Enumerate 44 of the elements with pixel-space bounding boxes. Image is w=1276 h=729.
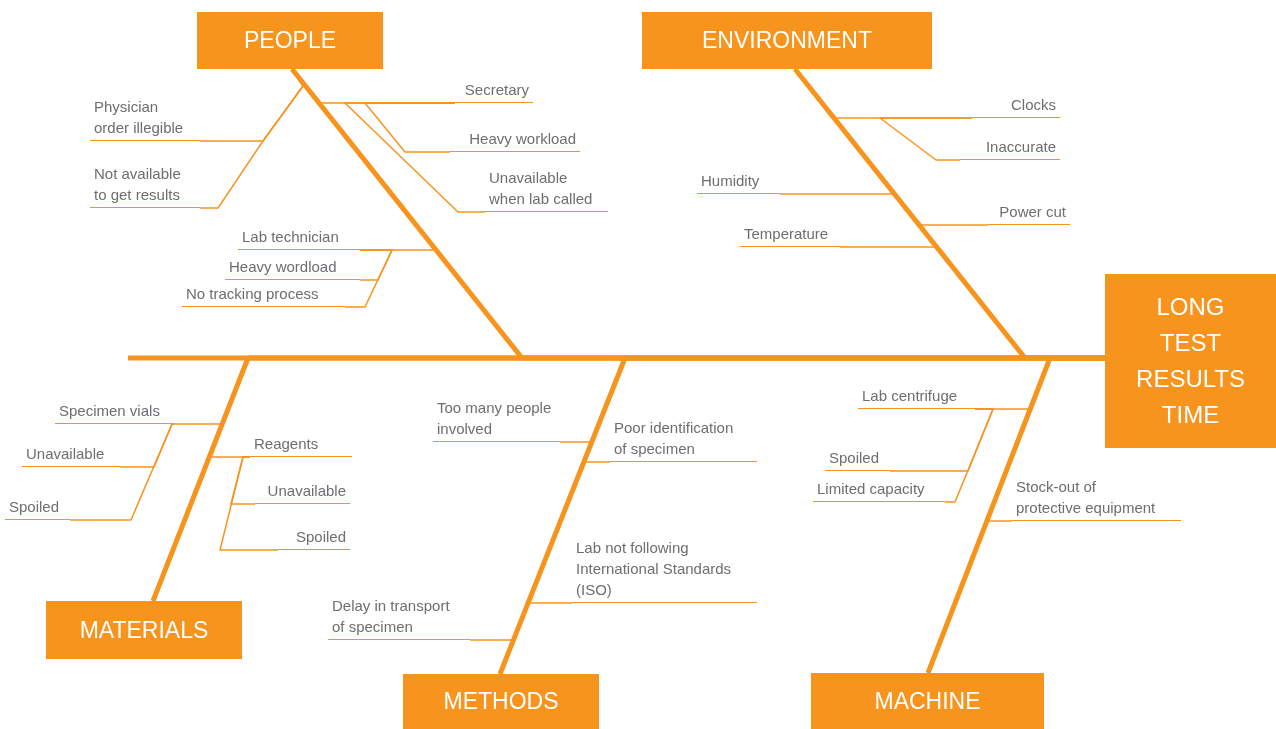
- cause-label: Limited capacity: [813, 478, 945, 502]
- effect-box: LONG TEST RESULTS TIME: [1105, 274, 1276, 448]
- cause-label: Spoiled: [825, 447, 890, 471]
- cause-label: Power cut: [988, 201, 1070, 225]
- cause-label: Lab technician: [238, 226, 360, 250]
- connector-line: [69, 423, 175, 521]
- connector-line: [944, 408, 994, 503]
- cause-label: Physician order illegible: [90, 96, 200, 141]
- cause-label: Too many people involved: [433, 397, 560, 442]
- cause-label: Secretary: [455, 79, 533, 103]
- category-box: MATERIALS: [46, 601, 242, 659]
- connector-line: [291, 68, 437, 251]
- cause-label: Unavailable: [22, 443, 120, 467]
- cause-label: Inaccurate: [960, 136, 1060, 160]
- category-box: PEOPLE: [197, 12, 383, 69]
- category-box: METHODS: [403, 674, 599, 729]
- cause-label: Specimen vials: [55, 400, 174, 424]
- cause-label: Not available to get results: [90, 163, 200, 208]
- cause-label: Stock-out of protective equipment: [1012, 476, 1181, 521]
- cause-label: Spoiled: [278, 526, 350, 550]
- cause-label: Heavy workload: [450, 128, 580, 152]
- cause-label: Clocks: [972, 94, 1060, 118]
- connector-line: [469, 639, 515, 675]
- category-box: MACHINE: [811, 673, 1044, 729]
- connector-line: [927, 520, 1013, 674]
- cause-label: Humidity: [697, 170, 780, 194]
- cause-label: Unavailable: [255, 480, 350, 504]
- connector-line: [344, 249, 393, 308]
- cause-label: Temperature: [740, 223, 840, 247]
- cause-label: Heavy wordload: [225, 256, 360, 280]
- cause-label: Spoiled: [5, 496, 70, 520]
- bone-line: [925, 355, 1105, 674]
- cause-label: Unavailable when lab called: [485, 167, 608, 212]
- cause-label: Delay in transport of specimen: [328, 595, 470, 640]
- connector-line: [219, 456, 279, 551]
- cause-label: No tracking process: [182, 283, 345, 307]
- cause-label: Reagents: [250, 433, 352, 457]
- cause-label: Poor identification of specimen: [610, 417, 757, 462]
- connector-line: [344, 102, 486, 213]
- connector-line: [794, 68, 937, 248]
- category-box: ENVIRONMENT: [642, 12, 932, 69]
- cause-label: Lab not following International Standards (ISO): [572, 537, 757, 603]
- cause-label: Lab centrifuge: [858, 385, 975, 409]
- connector-line: [879, 117, 973, 161]
